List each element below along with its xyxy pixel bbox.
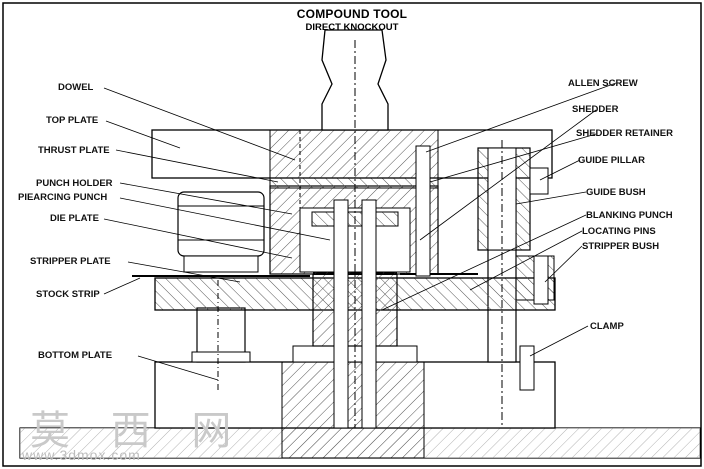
diagram-title: COMPOUND TOOL — [296, 7, 408, 21]
label-blanking-punch: BLANKING PUNCH — [586, 210, 673, 221]
label-allen-screw: ALLEN SCREW — [568, 78, 638, 89]
label-thrust-plate: THRUST PLATE — [38, 145, 110, 156]
label-stripper-plate: STRIPPER PLATE — [30, 256, 111, 267]
label-guide-pillar: GUIDE PILLAR — [578, 155, 646, 166]
allen-screw — [415, 145, 431, 277]
label-shedder: SHEDDER — [572, 104, 619, 115]
label-stripper-bush: STRIPPER BUSH — [582, 241, 660, 252]
label-dowel: DOWEL — [58, 82, 94, 93]
label-clamp: CLAMP — [590, 321, 624, 332]
label-stock-strip: STOCK STRIP — [36, 289, 100, 300]
diagram-subtitle: DIRECT KNOCKOUT — [305, 22, 399, 33]
clamp-bolt — [519, 345, 535, 391]
thrust-plate — [269, 177, 439, 189]
label-piercing-punch: PIEARCING PUNCH — [18, 192, 108, 203]
label-punch-holder: PUNCH HOLDER — [36, 178, 113, 189]
leader-lines — [103, 82, 617, 381]
label-locating-pins: LOCATING PINS — [582, 226, 656, 237]
piercing-punch-2 — [361, 199, 377, 429]
label-top-plate: TOP PLATE — [46, 115, 99, 126]
watermark-url: www.3dmox.com — [22, 447, 141, 463]
piercing-punch-1 — [333, 199, 349, 429]
label-bottom-plate: BOTTOM PLATE — [38, 350, 113, 361]
watermark-text: 莫 西 网 — [30, 408, 246, 454]
guide-pillar-bolt — [529, 167, 549, 195]
label-shedder-retainer: SHEDDER RETAINER — [576, 128, 673, 139]
label-die-plate: DIE PLATE — [50, 213, 99, 224]
label-guide-bush: GUIDE BUSH — [586, 187, 646, 198]
